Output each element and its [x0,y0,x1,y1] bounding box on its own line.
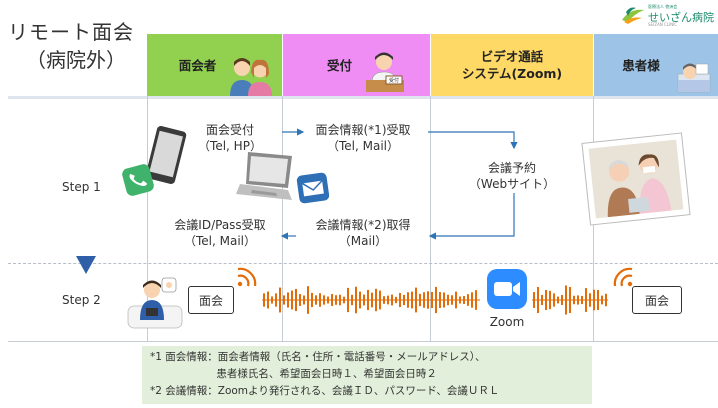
id-receive-line1: 会議ID/Pass受取 [174,218,266,232]
patient-photo [581,132,691,226]
arrow-from-booking [428,193,515,240]
signal-left-icon [237,267,257,287]
column-header-zoom: ビデオ通話 システム(Zoom) [431,34,593,96]
meeting-booking-label: 会議予約 （Webサイト） [462,160,562,192]
footnote-1-line1: *1 面会情報：面会者情報（氏名・住所・電話番号・メールアドレス）、 [150,351,486,363]
column-divider-1 [147,96,148,341]
hospital-logo: 医療法人 徳洲会 せいざん病院 SEIZAN CLINIC [620,4,716,28]
column-divider-2 [282,96,283,341]
step2-label: Step 2 [62,293,101,307]
zoom-label: Zoom [489,315,525,329]
visit-reception-label: 面会受付 （Tel, HP） [180,122,280,154]
laptop-icon [236,152,292,200]
visitors-icon [230,58,272,96]
footnote-box: *1 面会情報：面会者情報（氏名・住所・電話番号・メールアドレス）、 患者様氏名… [142,346,592,404]
column-divider-3 [430,96,431,341]
zoom-video-icon [487,269,527,309]
smartphone-icon [145,126,187,184]
page-subtitle: （病院外） [26,48,126,72]
logo-sub-text: SEIZAN CLINIC [648,22,678,27]
reception-sign-text: 受付 [389,77,399,84]
mail-icon [296,172,330,204]
triangle-down-icon [76,256,96,274]
id-receive-line2: （Tel, Mail） [183,234,256,248]
column-label-reception: 受付 [326,57,352,73]
column-header-reception: 受付 [283,34,430,96]
info1-receive-line2: （Tel, Mail） [326,139,399,153]
visit-reception-line2: （Tel, HP） [198,139,262,153]
leaf-icon [622,7,644,24]
id-receive-label: 会議ID/Pass受取 （Tel, Mail） [158,217,282,249]
column-label-zoom-line2: システム(Zoom) [461,66,563,81]
meeting-booking-line1: 会議予約 [487,161,536,175]
sound-wave-left [262,286,480,314]
step-divider [8,263,718,264]
footnote-1-line2: 患者様氏名、希望面会日時１、希望面会日時２ [150,368,437,380]
phone-call-icon [122,164,154,196]
footnote-2: *2 会議情報：Zoomより発行される、会議ＩＤ、パスワード、会議ＵＲＬ [150,385,500,397]
arrow-to-booking [428,131,518,150]
sound-wave-right [532,285,608,315]
logo-small-text: 医療法人 徳洲会 [648,4,678,9]
info2-get-line2: （Mail） [338,234,388,248]
page-title: リモート面会 [8,20,134,44]
meeting-box-right: 面会 [632,286,682,314]
meeting-booking-line2: （Webサイト） [468,177,556,191]
patient-icon [677,63,711,93]
info2-get-label: 会議情報(*2)取得 （Mail） [298,217,428,249]
info2-get-line1: 会議情報(*2)取得 [315,218,411,232]
column-label-zoom-line1: ビデオ通話 [480,49,544,64]
column-label-patient: 患者様 [622,57,660,73]
meeting-box-left: 面会 [188,286,234,314]
logo-name: せいざん病院 [648,11,714,24]
signal-right-icon [613,267,633,287]
visit-reception-line1: 面会受付 [205,123,254,137]
header-divider-band [8,96,718,99]
step1-label: Step 1 [62,180,101,194]
info1-receive-label: 面会情報(*1)受取 （Tel, Mail） [298,122,428,154]
receptionist-icon: 受付 [366,52,404,92]
visitor-on-sofa-icon [127,277,183,329]
info1-receive-line1: 面会情報(*1)受取 [315,123,411,137]
bottom-divider [8,341,718,342]
column-label-visitor: 面会者 [178,57,217,73]
